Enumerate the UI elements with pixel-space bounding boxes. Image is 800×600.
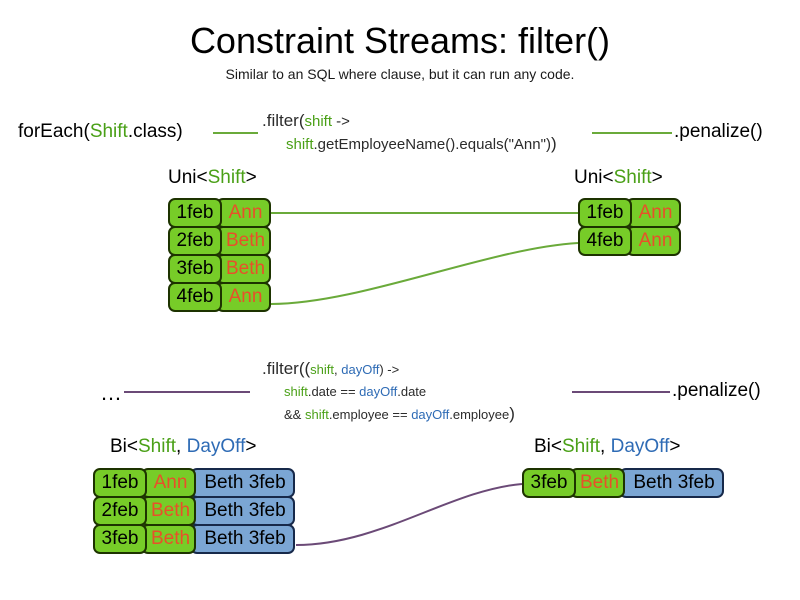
bi-output-stream-type: Bi<Shift, DayOff> (534, 436, 680, 458)
page-title: Constraint Streams: filter() (189, 20, 611, 61)
dayoff-cell: Beth 3feb (190, 524, 295, 554)
uni-output-stream-type: Uni<Shift> (574, 167, 663, 189)
bi-filter-l3-end: .employee (449, 407, 510, 422)
bi-out-prefix: Bi< (534, 436, 562, 457)
bi-filter-line-2: shift.date == dayOff.date (262, 381, 515, 403)
shift-date-cell: 1feb (578, 198, 632, 228)
bi-filter-line-3: && shift.employee == dayOff.employee) (262, 403, 515, 426)
bi-in-type-dayoff: DayOff (186, 436, 246, 457)
bi-filter-l2-shift: shift (284, 384, 308, 399)
shift-date-cell: 3feb (168, 254, 222, 284)
bi-penalize-label: .penalize() (672, 380, 761, 401)
foreach-suffix: .class) (127, 121, 183, 142)
uni-filter-body-shift: shift (286, 136, 314, 153)
foreach-source-label: forEach(Shift.class) (18, 121, 183, 143)
bi-filter-param-shift: shift (310, 362, 335, 377)
shift-employee-cell: Beth (141, 496, 196, 526)
bi-filter-arrow: ) -> (379, 362, 400, 377)
bi-filter-l3-mid: .employee == (328, 407, 412, 422)
dayoff-cell: Beth 3feb (619, 468, 724, 498)
shift-date-cell: 2feb (168, 226, 222, 256)
uni-out-type-shift: Shift (613, 167, 652, 188)
bi-filter-call: .filter(( (262, 359, 311, 378)
shift-employee-cell: Beth (141, 524, 196, 554)
shift-employee-cell: Ann (216, 198, 271, 228)
shift-date-cell: 2feb (93, 496, 147, 526)
bi-out-sep: , (600, 436, 611, 457)
bi-filter-param-dayoff: dayOff (341, 362, 380, 377)
uni-in-type-shift: Shift (207, 167, 246, 188)
shift-date-cell: 3feb (93, 524, 147, 554)
uni-filter-line-1: .filter(shift -> (262, 110, 557, 133)
shift-employee-cell: Beth (216, 254, 271, 284)
bi-in-prefix: Bi< (110, 436, 138, 457)
bi-filter-l2-mid: .date == (307, 384, 360, 399)
dayoff-cell: Beth 3feb (190, 468, 295, 498)
uni-filter-body-expr: .getEmployeeName().equals("Ann") (313, 136, 551, 153)
foreach-type-shift: Shift (89, 121, 128, 142)
uni-out-suffix: > (651, 167, 663, 188)
shift-employee-cell: Ann (626, 226, 681, 256)
bi-filter-l3-dayoff: dayOff (411, 407, 450, 422)
shift-date-cell: 1feb (93, 468, 147, 498)
bi-source-ellipsis: … (100, 380, 123, 405)
bi-out-type-dayoff: DayOff (610, 436, 670, 457)
uni-filter-close-paren: ) (550, 134, 557, 153)
wire-bi-row3 (295, 483, 523, 546)
foreach-prefix: forEach( (18, 121, 90, 142)
bi-input-stream-type: Bi<Shift, DayOff> (110, 436, 256, 458)
shift-date-cell: 1feb (168, 198, 222, 228)
uni-in-suffix: > (245, 167, 257, 188)
uni-input-stream-type: Uni<Shift> (168, 167, 257, 189)
bi-out-suffix: > (669, 436, 681, 457)
uni-filter-code: .filter(shift -> shift.getEmployeeName()… (262, 110, 557, 156)
shift-employee-cell: Beth (570, 468, 625, 498)
uni-out-prefix: Uni< (574, 167, 614, 188)
shift-employee-cell: Ann (141, 468, 196, 498)
uni-filter-line-2: shift.getEmployeeName().equals("Ann")) (262, 133, 557, 156)
bi-filter-l2-dayoff: dayOff (359, 384, 398, 399)
uni-filter-param-shift: shift (304, 113, 333, 130)
uni-filter-arrow: -> (332, 113, 350, 130)
shift-employee-cell: Ann (216, 282, 271, 312)
bi-filter-l3-close: ) (509, 404, 515, 423)
uni-in-prefix: Uni< (168, 167, 208, 188)
uni-penalize-label: .penalize() (674, 121, 763, 142)
bi-filter-line-1: .filter((shift, dayOff) -> (262, 358, 515, 381)
bi-filter-param-sep: , (334, 362, 342, 377)
bi-filter-l2-end: .date (397, 384, 427, 399)
bi-filter-l3-shift: shift (304, 407, 329, 422)
bi-in-type-shift: Shift (138, 436, 177, 457)
shift-date-cell: 3feb (522, 468, 576, 498)
page-subtitle: Similar to an SQL where clause, but it c… (225, 66, 575, 82)
shift-employee-cell: Ann (626, 198, 681, 228)
wire-uni-row4 (270, 242, 579, 305)
shift-date-cell: 4feb (168, 282, 222, 312)
uni-filter-call: .filter( (262, 111, 305, 130)
bi-in-sep: , (176, 436, 187, 457)
shift-employee-cell: Beth (216, 226, 271, 256)
shift-date-cell: 4feb (578, 226, 632, 256)
bi-filter-code: .filter((shift, dayOff) -> shift.date ==… (262, 358, 515, 426)
bi-out-type-shift: Shift (562, 436, 601, 457)
dayoff-cell: Beth 3feb (190, 496, 295, 526)
bi-filter-l3-and: && (284, 407, 305, 422)
bi-in-suffix: > (245, 436, 257, 457)
